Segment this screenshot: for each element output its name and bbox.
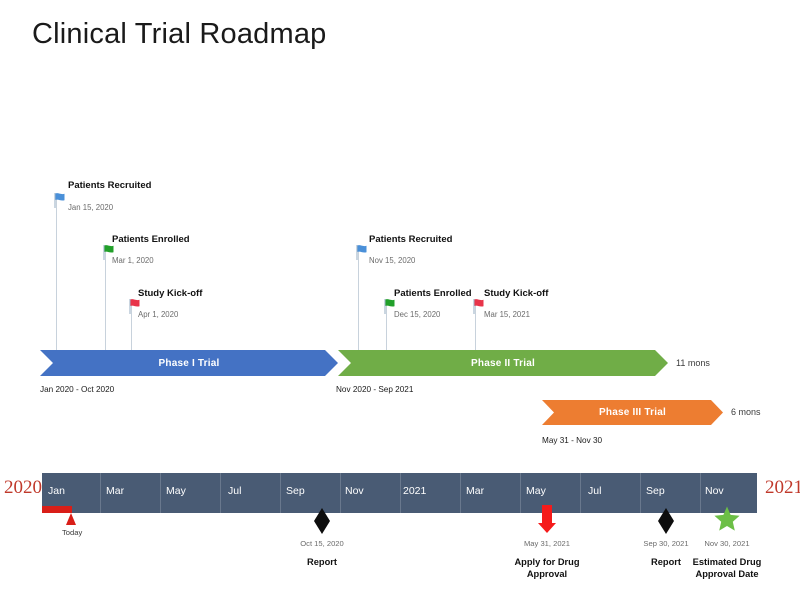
flag-title: Study Kick-off — [138, 288, 203, 299]
timeline-axis-band[interactable]: Jan Mar May Jul Sep Nov 2021 Mar May Jul… — [42, 473, 757, 513]
axis-gridline — [160, 473, 161, 513]
flag-title: Patients Enrolled — [112, 234, 190, 245]
axis-gridline — [580, 473, 581, 513]
flag-icon — [129, 299, 140, 314]
axis-tick-may-2021: May — [526, 485, 546, 497]
marker-date: Oct 15, 2020 — [300, 539, 344, 548]
axis-tick-nov-2021: Nov — [705, 485, 724, 497]
flag-stem — [56, 196, 57, 352]
marker-name: Report — [307, 557, 337, 567]
axis-tick-jul-2021: Jul — [588, 485, 602, 497]
axis-gridline — [100, 473, 101, 513]
axis-gridline — [520, 473, 521, 513]
flag-date: Jan 15, 2020 — [68, 203, 114, 212]
marker-name: Estimated Drug Approval Date — [692, 557, 762, 579]
diamond-marker-icon — [658, 508, 674, 534]
axis-gridline — [340, 473, 341, 513]
phase-3-chevron-shape — [542, 400, 723, 425]
flag-title: Study Kick-off — [484, 288, 549, 299]
diamond-marker-icon — [314, 508, 330, 534]
flag-date: Dec 15, 2020 — [394, 310, 441, 319]
axis-gridline — [280, 473, 281, 513]
flag-icon — [54, 193, 65, 208]
phase-dates-2: Nov 2020 - Sep 2021 — [336, 385, 414, 394]
flag-date: Mar 1, 2020 — [112, 256, 154, 265]
phase-bar-phase-2[interactable]: Phase II Trial — [338, 350, 668, 376]
phase-bar-phase-3[interactable]: Phase III Trial — [542, 400, 723, 425]
axis-gridline — [220, 473, 221, 513]
flag-stem — [131, 302, 132, 352]
axis-tick-sep-2020: Sep — [286, 485, 305, 497]
phase-bar-phase-1[interactable]: Phase I Trial — [40, 350, 338, 376]
axis-tick-jan-2020: Jan — [48, 485, 65, 497]
flag-icon — [473, 299, 484, 314]
marker-name: Apply for Drug Approval — [514, 557, 580, 579]
phase-label: Phase I Trial — [158, 357, 220, 369]
axis-gridline — [460, 473, 461, 513]
flag-stem — [475, 302, 476, 352]
axis-tick-jul-2020: Jul — [228, 485, 242, 497]
flag-icon — [103, 245, 114, 260]
flag-stem — [105, 248, 106, 352]
year-label-end: 2021 — [765, 477, 800, 498]
phase-2-chevron-shape — [338, 350, 668, 376]
flag-title: Patients Recruited — [369, 234, 453, 245]
flag-date: Apr 1, 2020 — [138, 310, 179, 319]
axis-tick-may-2020: May — [166, 485, 186, 497]
page-title: Clinical Trial Roadmap — [32, 18, 327, 50]
axis-gridline — [640, 473, 641, 513]
flag-title: Patients Recruited — [68, 180, 152, 191]
phase-1-chevron-shape — [40, 350, 338, 376]
flag-icon — [384, 299, 395, 314]
axis-tick-jan-2021: 2021 — [403, 485, 427, 497]
phase-duration-2: 11 mons — [676, 358, 710, 368]
today-label: Today — [62, 528, 83, 537]
axis-gridline — [700, 473, 701, 513]
marker-date: Nov 30, 2021 — [704, 539, 750, 548]
star-marker-icon — [714, 506, 740, 531]
phase-dates-3: May 31 - Nov 30 — [542, 436, 603, 445]
phase-duration-3: 6 mons — [731, 407, 761, 417]
axis-tick-sep-2021: Sep — [646, 485, 665, 497]
axis-tick-mar-2021: Mar — [466, 485, 485, 497]
flag-date: Mar 15, 2021 — [484, 310, 530, 319]
flag-stem — [386, 302, 387, 352]
axis-tick-nov-2020: Nov — [345, 485, 364, 497]
axis-gridline — [400, 473, 401, 513]
year-label-start: 2020 — [4, 477, 42, 498]
marker-date: May 31, 2021 — [523, 539, 570, 548]
flag-stem — [358, 248, 359, 352]
phase-label: Phase III Trial — [599, 407, 666, 418]
flag-date: Nov 15, 2020 — [369, 256, 416, 265]
flag-title: Patients Enrolled — [394, 288, 472, 299]
today-progress-bar — [42, 506, 72, 513]
triangle-marker-icon — [66, 513, 76, 525]
marker-date: Sep 30, 2021 — [643, 539, 689, 548]
phase-label: Phase II Trial — [471, 357, 535, 369]
flag-icon — [356, 245, 367, 260]
bookmark-marker-icon — [538, 505, 556, 533]
marker-name: Report — [651, 557, 681, 567]
axis-tick-mar-2020: Mar — [106, 485, 125, 497]
phase-dates-1: Jan 2020 - Oct 2020 — [40, 385, 115, 394]
